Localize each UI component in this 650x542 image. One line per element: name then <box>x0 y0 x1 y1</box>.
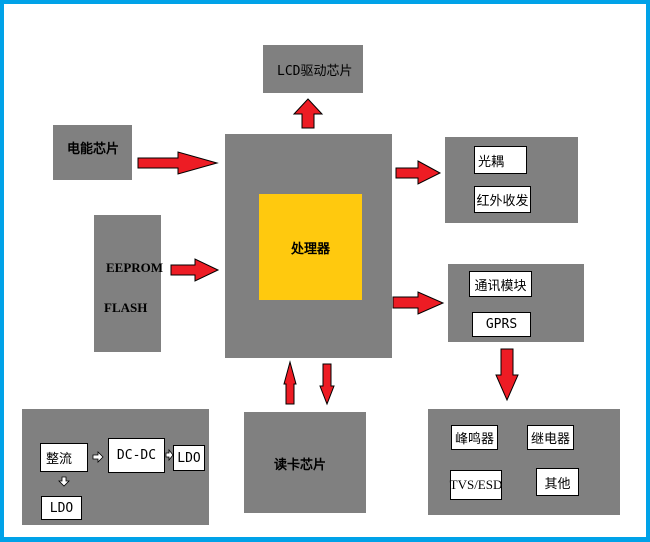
rectifier-box: 整流 <box>40 443 88 472</box>
lcd-driver-label: LCD驱动芯片 <box>277 64 353 79</box>
infrared-label: 红外收发 <box>476 194 529 209</box>
infrared-box: 红外收发 <box>474 186 531 213</box>
energy-chip-label: 电能芯片 <box>67 142 120 157</box>
tvs-esd-box: TVS/ESD <box>450 470 502 500</box>
relay-label: 继电器 <box>530 432 570 447</box>
other-box: 其他 <box>536 468 579 496</box>
gprs-label: GPRS <box>485 317 518 332</box>
processor-label: 处理器 <box>290 241 330 257</box>
lcd-driver-block: LCD驱动芯片 <box>263 45 363 93</box>
optocoupler-box: 光耦 <box>474 146 527 174</box>
comm-module-box: 通讯模块 <box>469 271 532 297</box>
card-reader-label: 读卡芯片 <box>274 458 327 473</box>
tvs-esd-label: TVS/ESD <box>449 477 503 492</box>
ldo-right-label: LDO <box>177 450 201 466</box>
buzzer-label: 峰鸣器 <box>454 432 494 447</box>
relay-box: 继电器 <box>527 425 574 450</box>
ldo-bottom-box: LDO <box>41 496 82 520</box>
ldo-right-box: LDO <box>173 445 205 471</box>
comm-module-label: 通讯模块 <box>474 278 527 294</box>
buzzer-box: 峰鸣器 <box>451 425 498 450</box>
ldo-bottom-label: LDO <box>49 500 74 516</box>
eeprom-label: EEPROM <box>106 260 164 275</box>
dcdc-box: DC-DC <box>108 438 165 473</box>
processor-core: 处理器 <box>259 194 362 300</box>
rectifier-label: 整流 <box>46 452 73 467</box>
energy-chip-block: 电能芯片 <box>53 125 132 180</box>
dcdc-label: DC-DC <box>116 448 157 463</box>
card-reader-block: 读卡芯片 <box>244 412 366 513</box>
memory-block: EEPROM FLASH <box>94 215 164 352</box>
optocoupler-label: 光耦 <box>478 154 505 170</box>
other-label: 其他 <box>544 476 571 492</box>
gprs-box: GPRS <box>472 312 531 337</box>
flash-label: FLASH <box>104 300 148 315</box>
